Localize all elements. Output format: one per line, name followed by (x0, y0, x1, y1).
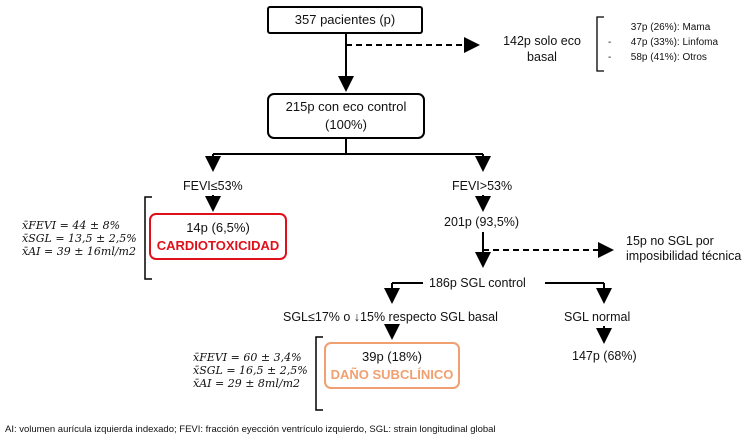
total-patients-label: 357 pacientes (p) (294, 12, 396, 27)
dano-label: DAÑO SUBCLÍNICO (330, 366, 454, 382)
solo-eco-line-1: 142p solo eco (503, 34, 581, 48)
fevi-high-count: 201p (93,5%) (444, 215, 520, 229)
fevi-low-label: FEVI≤53% (183, 179, 243, 193)
sgl-control-label: 186p SGL control (429, 276, 526, 290)
sgl-normal-label: SGL normal (564, 310, 631, 324)
sgl-low-label: SGL≤17% o ↓15% respecto SGL basal (283, 310, 498, 324)
solo-eco-line-2: basal (527, 50, 557, 64)
no-sgl-text: 15p no SGL por imposibilidad técnica (626, 234, 741, 264)
no-sgl-line-2: imposibilidad técnica (626, 249, 742, 263)
breakdown-dash: - (608, 52, 612, 63)
sgl-normal-count: 147p (68%) (572, 349, 637, 363)
stats-dano: x̄FEVI = 60 ± 3,4% x̄SGL = 16,5 ± 2,5% x… (193, 351, 308, 390)
stat-fevi: x̄FEVI = 60 ± 3,4% (193, 351, 302, 364)
stat-sgl: x̄SGL = 16,5 ± 2,5% (193, 364, 308, 377)
stat-fevi: x̄FEVI = 44 ± 8% (22, 219, 121, 232)
eco-control-line-1: 215p con eco control (285, 99, 407, 114)
breakdown-text: 37p (26%): Mama (630, 22, 711, 33)
total-patients-box: 357 pacientes (p) (267, 6, 423, 34)
eco-control-line-2: (100%) (325, 117, 367, 132)
solo-eco-text: 142p solo eco basal (490, 33, 594, 65)
breakdown-dash: - (608, 37, 612, 48)
footnote: AI: volumen aurícula izquierda indexado;… (5, 424, 496, 435)
subclinical-damage-box: 39p (18%) DAÑO SUBCLÍNICO (324, 342, 460, 389)
breakdown-item: - 58p (41%): Otros (608, 50, 718, 65)
fevi-high-label: FEVI>53% (452, 179, 513, 193)
cardio-count: 14p (6,5%) (186, 219, 250, 235)
breakdown-item: 37p (26%): Mama (608, 20, 718, 35)
breakdown-text: 58p (41%): Otros (630, 52, 707, 63)
eco-control-box: 215p con eco control (100%) (267, 93, 425, 139)
stat-sgl: x̄SGL = 13,5 ± 2,5% (22, 232, 137, 245)
breakdown-list: 37p (26%): Mama - 47p (33%): Linfoma - 5… (608, 20, 718, 65)
breakdown-text: 47p (33%): Linfoma (630, 37, 719, 48)
breakdown-item: - 47p (33%): Linfoma (608, 35, 718, 50)
cardiotoxicity-box: 14p (6,5%) CARDIOTOXICIDAD (149, 213, 287, 260)
cardio-label: CARDIOTOXICIDAD (156, 237, 280, 253)
no-sgl-line-1: 15p no SGL por (626, 234, 714, 248)
dano-count: 39p (18%) (362, 348, 422, 364)
stats-cardio: x̄FEVI = 44 ± 8% x̄SGL = 13,5 ± 2,5% x̄A… (22, 219, 137, 258)
stat-ai: x̄AI = 39 ± 16ml/m2 (22, 245, 136, 258)
stat-ai: x̄AI = 29 ± 8ml/m2 (193, 377, 300, 390)
